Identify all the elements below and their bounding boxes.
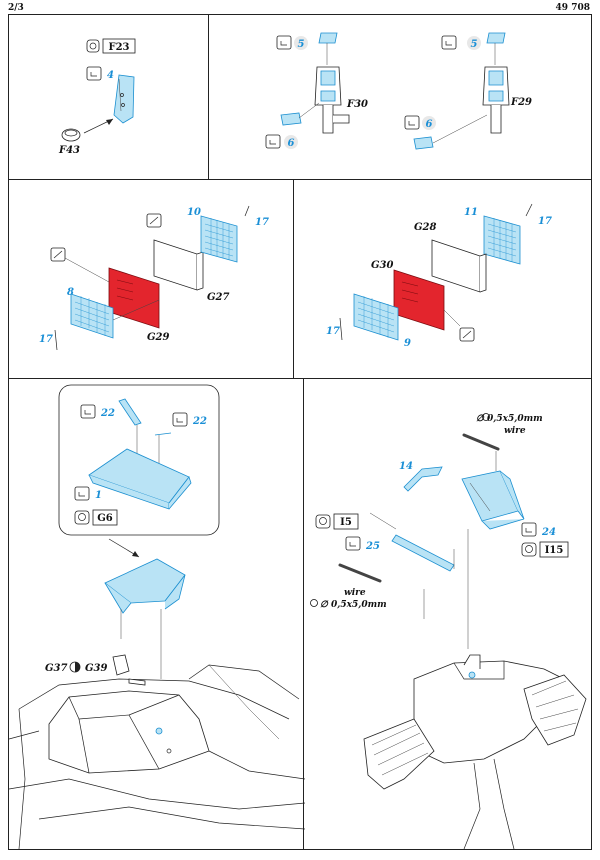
pe-grille-bottom: [353, 293, 399, 341]
part-g39: [112, 654, 130, 676]
svg-text:6: 6: [426, 119, 433, 130]
step-1: 1: [74, 486, 102, 501]
svg-text:22: 22: [100, 408, 115, 419]
svg-text:24: 24: [541, 527, 556, 538]
step-number-d: 17: [326, 326, 340, 337]
step-number-a: 14: [399, 461, 413, 472]
step-6-left: 6: [265, 134, 298, 149]
product-code: 49 708: [555, 3, 590, 13]
panel-1: F23 4 F43: [8, 14, 209, 180]
sprue-icon: [86, 39, 100, 53]
panel-1-drawing: F23 4 F43: [58, 38, 136, 156]
pe-strip-top: [244, 205, 250, 217]
cockpit-drawing: [8, 664, 306, 850]
step-5-left: 5: [276, 35, 308, 50]
step-number-d: 17: [39, 334, 53, 345]
pe-strip-bottom: [54, 329, 58, 351]
pe-strip-left: [118, 398, 142, 426]
svg-text:22: 22: [192, 416, 207, 427]
part-g27: [153, 239, 198, 291]
step-number: 4: [107, 70, 114, 81]
panel-7: ∅ 0,5x5,0mm wire 14 24 I15 I5: [303, 378, 592, 850]
pe-strip-top: [525, 203, 533, 217]
panel-4: G27 10 17 G29 8 17: [8, 179, 294, 379]
panel-2: 5 F30 6 5 F29: [208, 14, 592, 180]
part-label: F30: [346, 99, 368, 110]
diameter-icon: [310, 599, 318, 607]
pe-plate-top: [318, 32, 338, 44]
box-label-f23: F23: [86, 38, 136, 54]
panel-6: 22 22 1 G6: [8, 378, 306, 850]
pe-plate-bottom-right: [413, 136, 434, 150]
step-24: 24: [521, 522, 556, 538]
svg-text:6: 6: [288, 138, 295, 149]
svg-text:25: 25: [365, 541, 380, 552]
pe-part-14: [403, 466, 443, 492]
panel-6-drawing: 22 22 1 G6: [8, 384, 306, 850]
part-f43: [61, 128, 81, 142]
pe-plate-top-right: [486, 32, 506, 44]
svg-text:I5: I5: [340, 517, 352, 528]
step-number-c: 8: [67, 287, 74, 298]
step-number-b: 17: [538, 216, 552, 227]
aircraft-drawing: [363, 654, 587, 850]
panel-2-drawing: 5 F30 6 5 F29: [265, 32, 532, 150]
step-5-right: 5: [441, 35, 481, 50]
bend-icon: [90, 72, 97, 77]
panel-5-drawing: 11 17 G28 G30 9 17: [326, 203, 552, 349]
svg-text:5: 5: [471, 39, 478, 50]
step-number-b: 17: [255, 217, 269, 228]
pe-bracket: [113, 74, 135, 124]
svg-text:I15: I15: [545, 545, 564, 556]
page-number: 2/3: [8, 3, 24, 13]
wire-top: [462, 433, 500, 451]
box-label-text: F23: [108, 42, 129, 53]
step-22-left: 22: [80, 404, 115, 419]
part-label-g37: G37: [45, 663, 67, 674]
box-label-i15: I15: [521, 541, 569, 558]
wire-dimension-top: ∅ 0,5x5,0mm: [476, 414, 543, 424]
step-number-a: 10: [187, 207, 201, 218]
step-number-c: 9: [404, 338, 411, 349]
part-label-g27: G27: [207, 292, 229, 303]
part-label-g29: G29: [147, 332, 169, 343]
step-22-right: 22: [172, 412, 207, 427]
box-label-i5: I5: [315, 513, 359, 530]
step-number-a: 11: [464, 207, 478, 218]
box-label-g6: G6: [74, 509, 118, 526]
pe-strip-right: [154, 432, 172, 436]
pe-grille-top: [200, 215, 238, 263]
wire-label-bottom: wire: [344, 588, 366, 598]
part-label: F43: [58, 145, 80, 156]
panel-4-drawing: G27 10 17 G29 8 17: [39, 205, 269, 351]
panel-5: 11 17 G28 G30 9 17: [293, 179, 592, 379]
svg-text:1: 1: [95, 490, 102, 501]
step-6-right: 6: [404, 115, 436, 130]
pe-strip-bottom: [339, 317, 343, 341]
svg-text:5: 5: [298, 39, 305, 50]
step-25: 25: [345, 536, 380, 552]
diameter-icon: [482, 413, 490, 421]
pe-plate-bottom: [280, 112, 302, 126]
part-label-g39: G39: [85, 663, 107, 674]
pe-grille-bottom: [70, 293, 114, 339]
part-g29: [108, 267, 160, 329]
part-label-g28: G28: [414, 222, 436, 233]
panel-7-drawing: ∅ 0,5x5,0mm wire 14 24 I15 I5: [310, 413, 587, 850]
wire-bottom: [338, 563, 382, 583]
wire-label-top: wire: [504, 426, 526, 436]
wire-dimension-bottom: ∅ 0,5x5,0mm: [320, 600, 387, 610]
part-label: F29: [510, 97, 532, 108]
step-4: 4: [86, 66, 114, 81]
pe-control-stick: [391, 534, 455, 572]
part-label-g30: G30: [371, 260, 393, 271]
svg-text:G6: G6: [97, 513, 113, 524]
part-g30: [393, 269, 445, 331]
